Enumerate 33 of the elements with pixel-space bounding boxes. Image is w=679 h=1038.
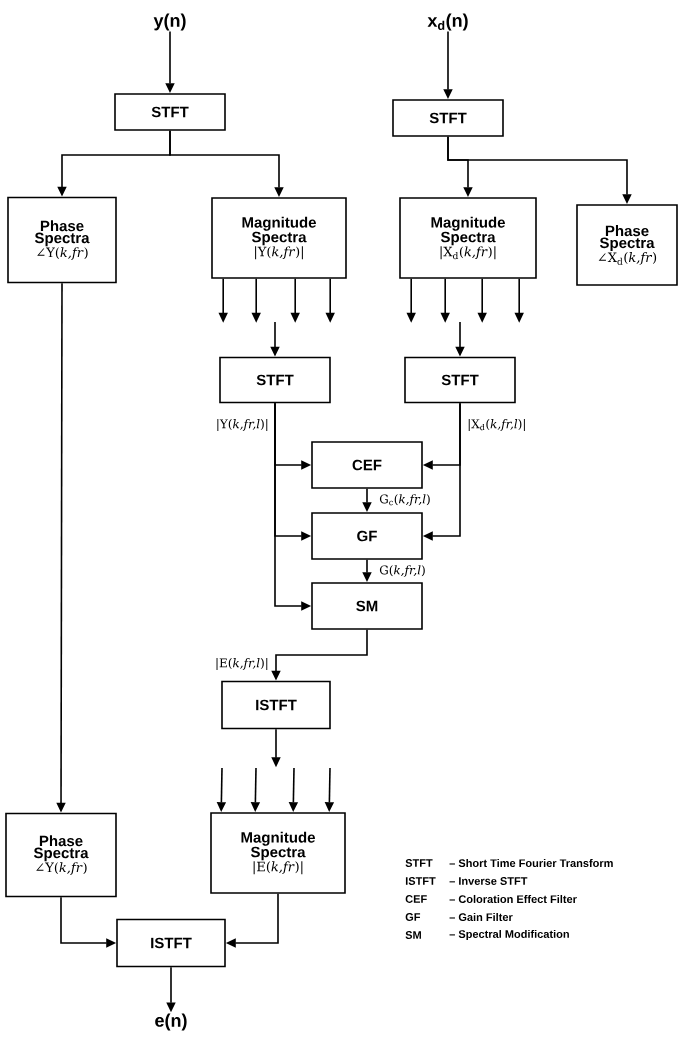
process-box: STFT [392, 99, 504, 137]
spectra-box: Magnitude Spectra |Y(k,fr)| [211, 197, 347, 279]
signal-label: y(n) [153, 13, 186, 31]
edge-label: G(k,fr,l) [378, 564, 427, 578]
process-box: ISTFT [221, 680, 331, 730]
abbreviation-text: ISTFT [405, 877, 436, 885]
spectra-box: Phase Spectra ∠X$_{d}$(k,fr) [576, 204, 678, 286]
abbreviation-text: – Coloration Effect Filter [449, 894, 577, 904]
abbreviation-text: – Gain Filter [449, 912, 513, 922]
process-box: GF [311, 512, 423, 560]
process-box: CEF [311, 441, 423, 489]
process-box: STFT [114, 93, 226, 131]
process-box: STFT [404, 356, 516, 404]
abbreviation-text: – Spectral Modification [449, 929, 569, 941]
abbreviation-text: SM [405, 931, 421, 939]
spectra-box: Magnitude Spectra |E(k,fr)| [210, 812, 346, 894]
edge-label: |Y(k,fr,l)| [214, 418, 270, 432]
abbreviation-text: GF [405, 913, 421, 921]
spectra-box: Phase Spectra ∠Y(k,fr) [5, 812, 117, 898]
edge-label: G$_{c}$(k,fr,l) [378, 493, 432, 507]
edge-label: |E(k,fr,l)| [214, 657, 270, 671]
signal-label: x$_{d}$(n) [427, 13, 468, 31]
edge-label: |X$_{d}$(k,fr,l)| [466, 418, 528, 432]
abbreviation-text: – Inverse STFT [449, 877, 528, 885]
abbreviation-text: STFT [405, 859, 433, 867]
spectra-box: Magnitude Spectra |X$_{d}$(k,fr)| [399, 197, 537, 279]
process-box: ISTFT [116, 918, 226, 968]
signal-label: e(n) [155, 1013, 187, 1031]
process-box: STFT [219, 356, 331, 404]
abbreviation-text: CEF [405, 895, 427, 903]
spectra-box: Phase Spectra ∠Y(k,fr) [7, 196, 117, 284]
abbreviation-text: – Short Time Fourier Transform [449, 858, 613, 868]
process-box: SM [311, 582, 423, 630]
